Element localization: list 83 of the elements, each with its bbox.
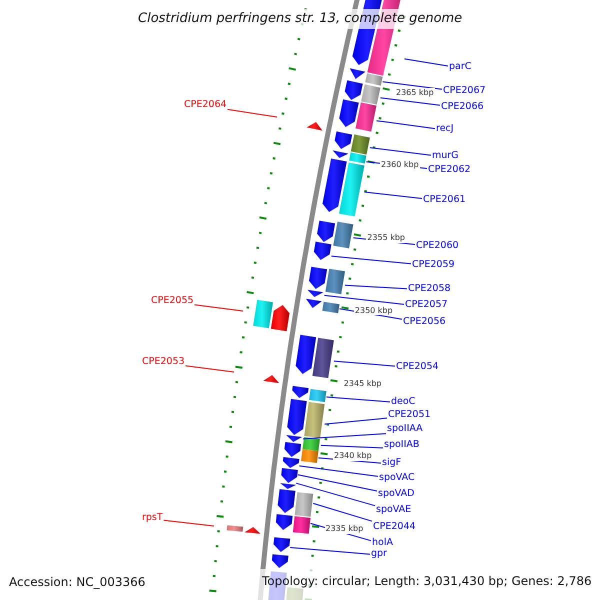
gene-block xyxy=(301,449,318,463)
leader-line xyxy=(344,284,408,290)
gene-block xyxy=(325,268,345,294)
gene-feature xyxy=(270,305,290,332)
leader-line xyxy=(296,482,376,506)
gene-feature xyxy=(314,242,332,260)
gene-label: deoC xyxy=(391,396,416,408)
scale-label: 2335 kbp xyxy=(324,524,364,534)
scale-label: 2360 kbp xyxy=(380,160,420,170)
leader-line xyxy=(324,418,388,425)
gene-label: CPE2067 xyxy=(443,86,486,96)
leader-line xyxy=(302,433,386,440)
scale-label: 2340 kbp xyxy=(333,451,373,461)
gene-block xyxy=(294,492,314,517)
gene-feature xyxy=(306,122,322,131)
gene-label: CPE2064 xyxy=(184,100,227,110)
gene-feature xyxy=(282,457,300,468)
scale-label: 2365 kbp xyxy=(395,88,435,98)
gene-label: gpr xyxy=(371,548,387,560)
scale-label: 2345 kbp xyxy=(342,378,382,388)
gene-label: CPE2056 xyxy=(403,316,446,328)
gene-label: rpsT xyxy=(142,512,163,524)
gene-label: spoVAD xyxy=(378,488,414,500)
gene-label: CPE2051 xyxy=(388,410,431,420)
gene-label: CPE2066 xyxy=(441,102,484,112)
leader-line xyxy=(333,360,396,367)
gene-label: murG xyxy=(432,150,459,162)
gene-block xyxy=(361,84,380,105)
leader-line xyxy=(290,547,370,555)
gene-feature xyxy=(274,537,290,552)
gene-label: CPE2055 xyxy=(151,296,194,306)
leader-line xyxy=(163,520,214,526)
gene-label: CPE2053 xyxy=(142,356,185,368)
gene-block xyxy=(333,222,354,248)
gene-feature xyxy=(276,514,293,530)
gene-feature xyxy=(296,334,316,374)
gene-label: spoIIAB xyxy=(384,440,420,450)
leader-line xyxy=(369,147,432,156)
leader-line xyxy=(320,444,384,448)
gene-feature xyxy=(339,99,359,127)
leader-line xyxy=(227,108,278,118)
scale-label: 2355 kbp xyxy=(366,233,406,243)
gene-feature xyxy=(244,527,260,534)
gene-label: CPE2054 xyxy=(396,362,439,372)
gene-block xyxy=(226,525,244,532)
gene-block xyxy=(322,302,340,314)
gene-feature xyxy=(317,220,336,242)
gene-label: spoVAE xyxy=(376,504,412,516)
footer-text: Accession: NC_003366 xyxy=(9,575,146,590)
leader-line xyxy=(326,396,390,402)
gene-block xyxy=(365,73,383,86)
gene-feature xyxy=(263,375,280,384)
leader-line xyxy=(194,304,244,312)
gene-label: CPE2057 xyxy=(405,300,448,310)
leader-line xyxy=(376,120,436,130)
gene-block xyxy=(356,102,376,132)
gene-label: CPE2058 xyxy=(408,284,451,294)
leader-line xyxy=(380,97,440,106)
gene-label: spoIIAA xyxy=(387,424,423,434)
leader-line xyxy=(330,256,412,264)
gene-label: sigF xyxy=(382,458,402,468)
gene-label: parC xyxy=(449,62,472,72)
leader-line xyxy=(404,58,448,66)
gene-label: holA xyxy=(372,538,393,548)
gene-block xyxy=(292,516,310,534)
leader-line xyxy=(312,502,372,522)
leader-line xyxy=(364,192,422,199)
gene-label: spoVAC xyxy=(379,472,415,484)
gene-label: CPE2062 xyxy=(428,164,471,176)
leader-line xyxy=(382,81,442,90)
leader-line xyxy=(324,294,404,305)
gene-label: CPE2060 xyxy=(416,240,459,252)
gene-feature xyxy=(306,298,322,308)
leader-line xyxy=(297,474,378,492)
gene-label: CPE2044 xyxy=(373,522,416,532)
gene-block xyxy=(312,338,334,378)
gene-label: recJ xyxy=(436,124,454,134)
gene-label: CPE2061 xyxy=(423,194,466,206)
gene-label: CPE2059 xyxy=(412,260,455,270)
scale-label: 2350 kbp xyxy=(354,306,394,316)
gene-block xyxy=(253,300,273,328)
leader-line xyxy=(298,465,378,477)
leader-line xyxy=(185,365,234,372)
